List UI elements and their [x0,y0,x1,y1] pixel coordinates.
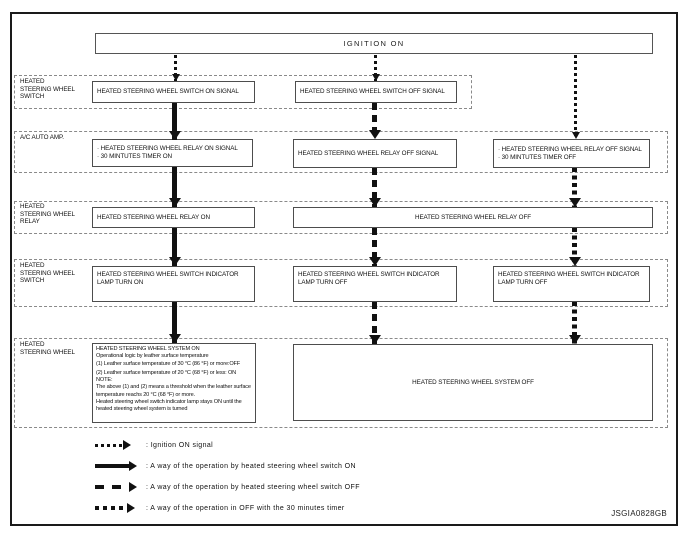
system-on-logic-box: HEATED STEERING WHEEL SYSTEM ON Operatio… [92,343,256,423]
switch-off-arrow-icon [95,485,129,489]
row-label-line: RELAY [20,218,40,226]
arrow-switch-on-to-amp-icon [172,103,177,140]
box-text: · 30 MINTUTES TIMER ON [97,153,173,160]
legend-item-timer-off: : A way of the operation in OFF with the… [95,503,345,513]
timer-off-arrow-icon [95,506,127,510]
box-text: The above (1) and (2) means a threshold … [96,384,251,398]
switch-on-arrow-icon [95,464,129,468]
legend-item-switch-on: : A way of the operation by heated steer… [95,461,356,471]
row-relay-label: HEATED STEERING WHEEL RELAY [20,203,75,226]
arrow-amp-to-relay-on-icon [172,167,177,207]
box-text: · HEATED STEERING WHEEL RELAY OFF SIGNAL [498,145,642,153]
row-label-line: A/C AUTO AMP. [20,134,64,141]
box-text: HEATED STEERING WHEEL SWITCH INDICATOR L… [298,271,440,286]
figure-code: JSGIA0828GB [611,509,667,518]
relay-off-box: HEATED STEERING WHEEL RELAY OFF [293,207,653,228]
box-text: HEATED STEERING WHEEL SYSTEM OFF [412,378,534,386]
arrow-switch-off-to-amp-icon [372,103,377,139]
arrow-amp-to-relay-off-icon [372,168,377,207]
relay-off-signal-box: HEATED STEERING WHEEL RELAY OFF SIGNAL [293,139,457,168]
row-label-line: HEATED [20,203,45,210]
arrow-ignition-to-amp-right-icon [574,55,577,139]
system-off-box: HEATED STEERING WHEEL SYSTEM OFF [293,344,653,421]
legend-marker-wrap [95,503,137,513]
box-text: · HEATED STEERING WHEEL RELAY ON SIGNAL [97,145,238,153]
row-label-line: HEATED [20,262,45,269]
arrow-ignition-to-switch-off-icon [374,55,377,81]
row-switch-signal-container [14,75,472,109]
arrow-lamp-off-to-system-off-right-icon [572,302,577,344]
lamp-turn-off-box-right: HEATED STEERING WHEEL SWITCH INDICATOR L… [493,266,650,302]
legend-label: : A way of the operation by heated steer… [146,462,356,470]
row-switch-signal-label: HEATED STEERING WHEEL SWITCH [20,78,75,101]
box-text: · 30 MINTUTES TIMER OFF [498,153,577,161]
lamp-turn-off-box-mid: HEATED STEERING WHEEL SWITCH INDICATOR L… [293,266,457,302]
relay-on-box: HEATED STEERING WHEEL RELAY ON [92,207,255,228]
row-label-line: SWITCH [20,93,45,101]
arrow-lamp-off-to-system-off-mid-icon [372,302,377,344]
ignition-signal-arrow-icon [95,443,123,447]
lamp-turn-on-box: HEATED STEERING WHEEL SWITCH INDICATOR L… [92,266,255,302]
box-text: HEATED STEERING WHEEL RELAY OFF SIGNAL [298,149,439,157]
box-text: NOTE: [96,377,113,384]
box-text: Heated steering wheel switch indicator l… [96,399,242,413]
box-text: (1) Leather surface temperature of 30 °C… [96,360,241,367]
legend-marker-wrap [95,461,137,471]
legend-marker-wrap [95,482,137,492]
ignition-on-box: IGNITION ON [95,33,653,54]
row-ac-auto-amp-label: A/C AUTO AMP. [20,134,64,142]
row-indicator-lamp-label: HEATED STEERING WHEEL SWITCH [20,262,75,285]
legend-item-switch-off: : A way of the operation by heated steer… [95,482,360,492]
row-system-label: HEATED STEERING WHEEL [20,341,75,356]
row-label-line: HEATED [20,78,45,85]
relay-off-timer-box: · HEATED STEERING WHEEL RELAY OFF SIGNAL… [493,139,650,168]
legend-item-ignition: : Ignition ON signal [95,440,213,450]
legend-label: : A way of the operation in OFF with the… [146,504,345,512]
box-text: Operational logic by leather surface tem… [96,353,209,360]
row-label-line: STEERING WHEEL [20,348,75,356]
box-text: HEATED STEERING WHEEL SWITCH ON SIGNAL [97,88,239,96]
row-ac-auto-amp-container [14,131,668,173]
row-label-line: STEERING WHEEL [20,269,75,277]
row-label-line: STEERING WHEEL [20,85,75,93]
legend-label: : Ignition ON signal [146,441,214,449]
arrow-relay-off-to-lamp-off-right-icon [572,228,577,266]
arrow-ignition-to-switch-on-icon [174,55,177,81]
arrow-lamp-on-to-system-on-icon [172,302,177,343]
ignition-on-label: IGNITION ON [343,39,405,48]
box-text: HEATED STEERING WHEEL SYSTEM ON [96,346,200,352]
diagram-border [10,12,678,526]
arrow-relay-off-to-lamp-off-mid-icon [372,228,377,266]
legend-marker-wrap [95,440,137,450]
arrow-amp-timer-to-relay-off-icon [572,168,577,207]
row-label-line: SWITCH [20,277,45,285]
row-indicator-lamp-container [14,259,668,307]
row-relay-container [14,201,668,234]
row-label-line: HEATED [20,341,45,348]
box-text: HEATED STEERING WHEEL RELAY OFF [415,213,531,221]
row-system-container [14,338,668,428]
relay-on-signal-box: · HEATED STEERING WHEEL RELAY ON SIGNAL … [92,139,253,167]
legend-label: : A way of the operation by heated steer… [146,483,360,491]
row-label-line: STEERING WHEEL [20,210,75,218]
box-text: HEATED STEERING WHEEL SWITCH INDICATOR L… [498,271,640,286]
box-text: HEATED STEERING WHEEL SWITCH INDICATOR L… [97,271,239,286]
box-text: HEATED STEERING WHEEL RELAY ON [97,213,210,221]
arrow-relay-on-to-lamp-on-icon [172,228,177,266]
box-text: (2) Leather surface temperature of 20 °C… [96,369,237,376]
switch-off-signal-box: HEATED STEERING WHEEL SWITCH OFF SIGNAL [295,81,457,103]
switch-on-signal-box: HEATED STEERING WHEEL SWITCH ON SIGNAL [92,81,255,103]
box-text: HEATED STEERING WHEEL SWITCH OFF SIGNAL [300,88,445,96]
